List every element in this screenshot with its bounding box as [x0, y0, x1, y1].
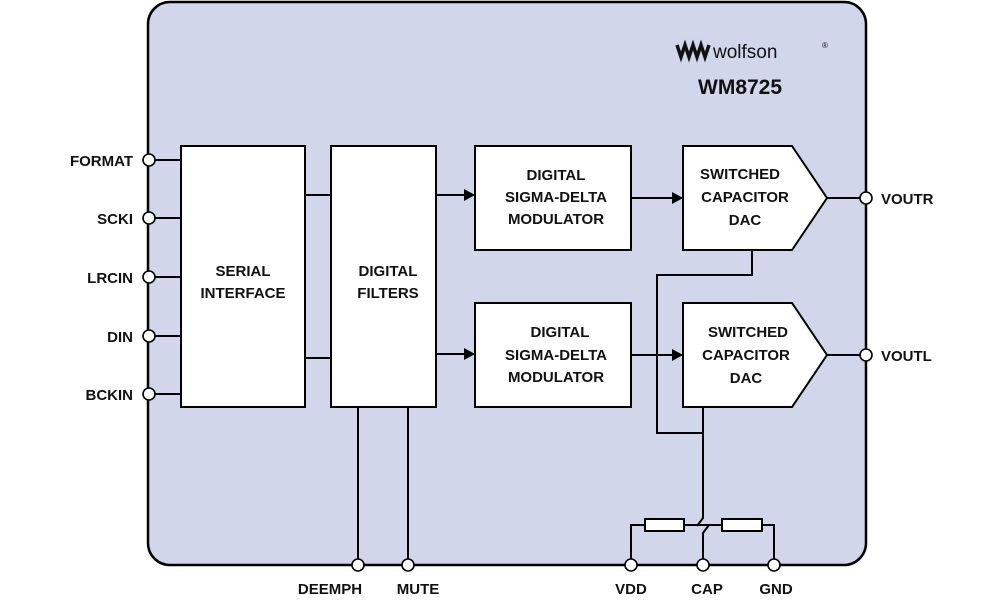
- pin-label-gnd: GND: [759, 581, 793, 598]
- pin-voutl: [859, 348, 873, 362]
- dac-top-block: SWITCHED CAPACITOR DAC: [682, 145, 829, 251]
- svg-text:DAC: DAC: [730, 370, 763, 387]
- svg-text:DIGITAL: DIGITAL: [531, 324, 590, 341]
- pin-label-voutr: VOUTR: [881, 191, 934, 208]
- pin-label-vdd: VDD: [615, 581, 647, 598]
- pin-vdd: [624, 558, 638, 572]
- sdm-bottom-block: DIGITAL SIGMA-DELTA MODULATOR: [474, 302, 632, 408]
- svg-text:DAC: DAC: [729, 212, 762, 229]
- digital-filters-block: DIGITAL FILTERS: [330, 145, 437, 408]
- svg-text:SIGMA-DELTA: SIGMA-DELTA: [505, 347, 607, 364]
- pin-gnd: [767, 558, 781, 572]
- pin-label-scki: SCKI: [97, 211, 133, 228]
- arrow-filters-sdm-bottom: [436, 348, 475, 360]
- pin-label-lrcin: LRCIN: [87, 270, 133, 287]
- pin-format: [142, 153, 156, 167]
- brand-name: wolfson: [712, 42, 777, 63]
- svg-text:CAPACITOR: CAPACITOR: [701, 189, 789, 206]
- wolfson-logo-icon: [675, 39, 711, 63]
- pin-label-format: FORMAT: [70, 153, 133, 170]
- svg-text:MODULATOR: MODULATOR: [508, 211, 604, 228]
- svg-text:SERIAL: SERIAL: [215, 263, 270, 280]
- pin-label-bckin: BCKIN: [86, 387, 134, 404]
- dac-reference-wires: [656, 250, 753, 565]
- pin-label-mute: MUTE: [397, 581, 440, 598]
- registered-mark: ®: [822, 41, 828, 50]
- resistor-network: [630, 524, 775, 565]
- svg-text:INTERFACE: INTERFACE: [200, 285, 285, 302]
- pin-lrcin: [142, 270, 156, 284]
- resistor-vdd-cap: [644, 518, 685, 532]
- pin-din: [142, 329, 156, 343]
- pin-deemph: [351, 558, 365, 572]
- pin-label-deemph: DEEMPH: [298, 581, 362, 598]
- chip-title: WM8725: [698, 76, 782, 99]
- arrow-sdm-dac-top: [631, 192, 683, 204]
- pin-label-voutl: VOUTL: [881, 348, 932, 365]
- dac-bottom-block: SWITCHED CAPACITOR DAC: [682, 302, 829, 408]
- sdm-top-block: DIGITAL SIGMA-DELTA MODULATOR: [474, 145, 632, 251]
- pin-voutr: [859, 191, 873, 205]
- svg-text:MODULATOR: MODULATOR: [508, 369, 604, 386]
- pin-mute: [401, 558, 415, 572]
- pin-label-cap: CAP: [691, 581, 723, 598]
- svg-text:SWITCHED: SWITCHED: [708, 324, 788, 341]
- svg-text:DIGITAL: DIGITAL: [359, 263, 418, 280]
- pin-scki: [142, 211, 156, 225]
- svg-text:CAPACITOR: CAPACITOR: [702, 347, 790, 364]
- pin-bckin: [142, 387, 156, 401]
- svg-text:SWITCHED: SWITCHED: [700, 166, 780, 183]
- arrow-filters-sdm-top: [436, 189, 475, 201]
- arrow-sdm-dac-bottom: [631, 349, 683, 361]
- svg-text:DIGITAL: DIGITAL: [527, 167, 586, 184]
- resistor-cap-gnd: [721, 518, 763, 532]
- svg-text:FILTERS: FILTERS: [357, 285, 418, 302]
- pin-label-din: DIN: [107, 329, 133, 346]
- pin-cap: [696, 558, 710, 572]
- serial-interface-block: SERIAL INTERFACE: [180, 145, 306, 408]
- svg-text:SIGMA-DELTA: SIGMA-DELTA: [505, 189, 607, 206]
